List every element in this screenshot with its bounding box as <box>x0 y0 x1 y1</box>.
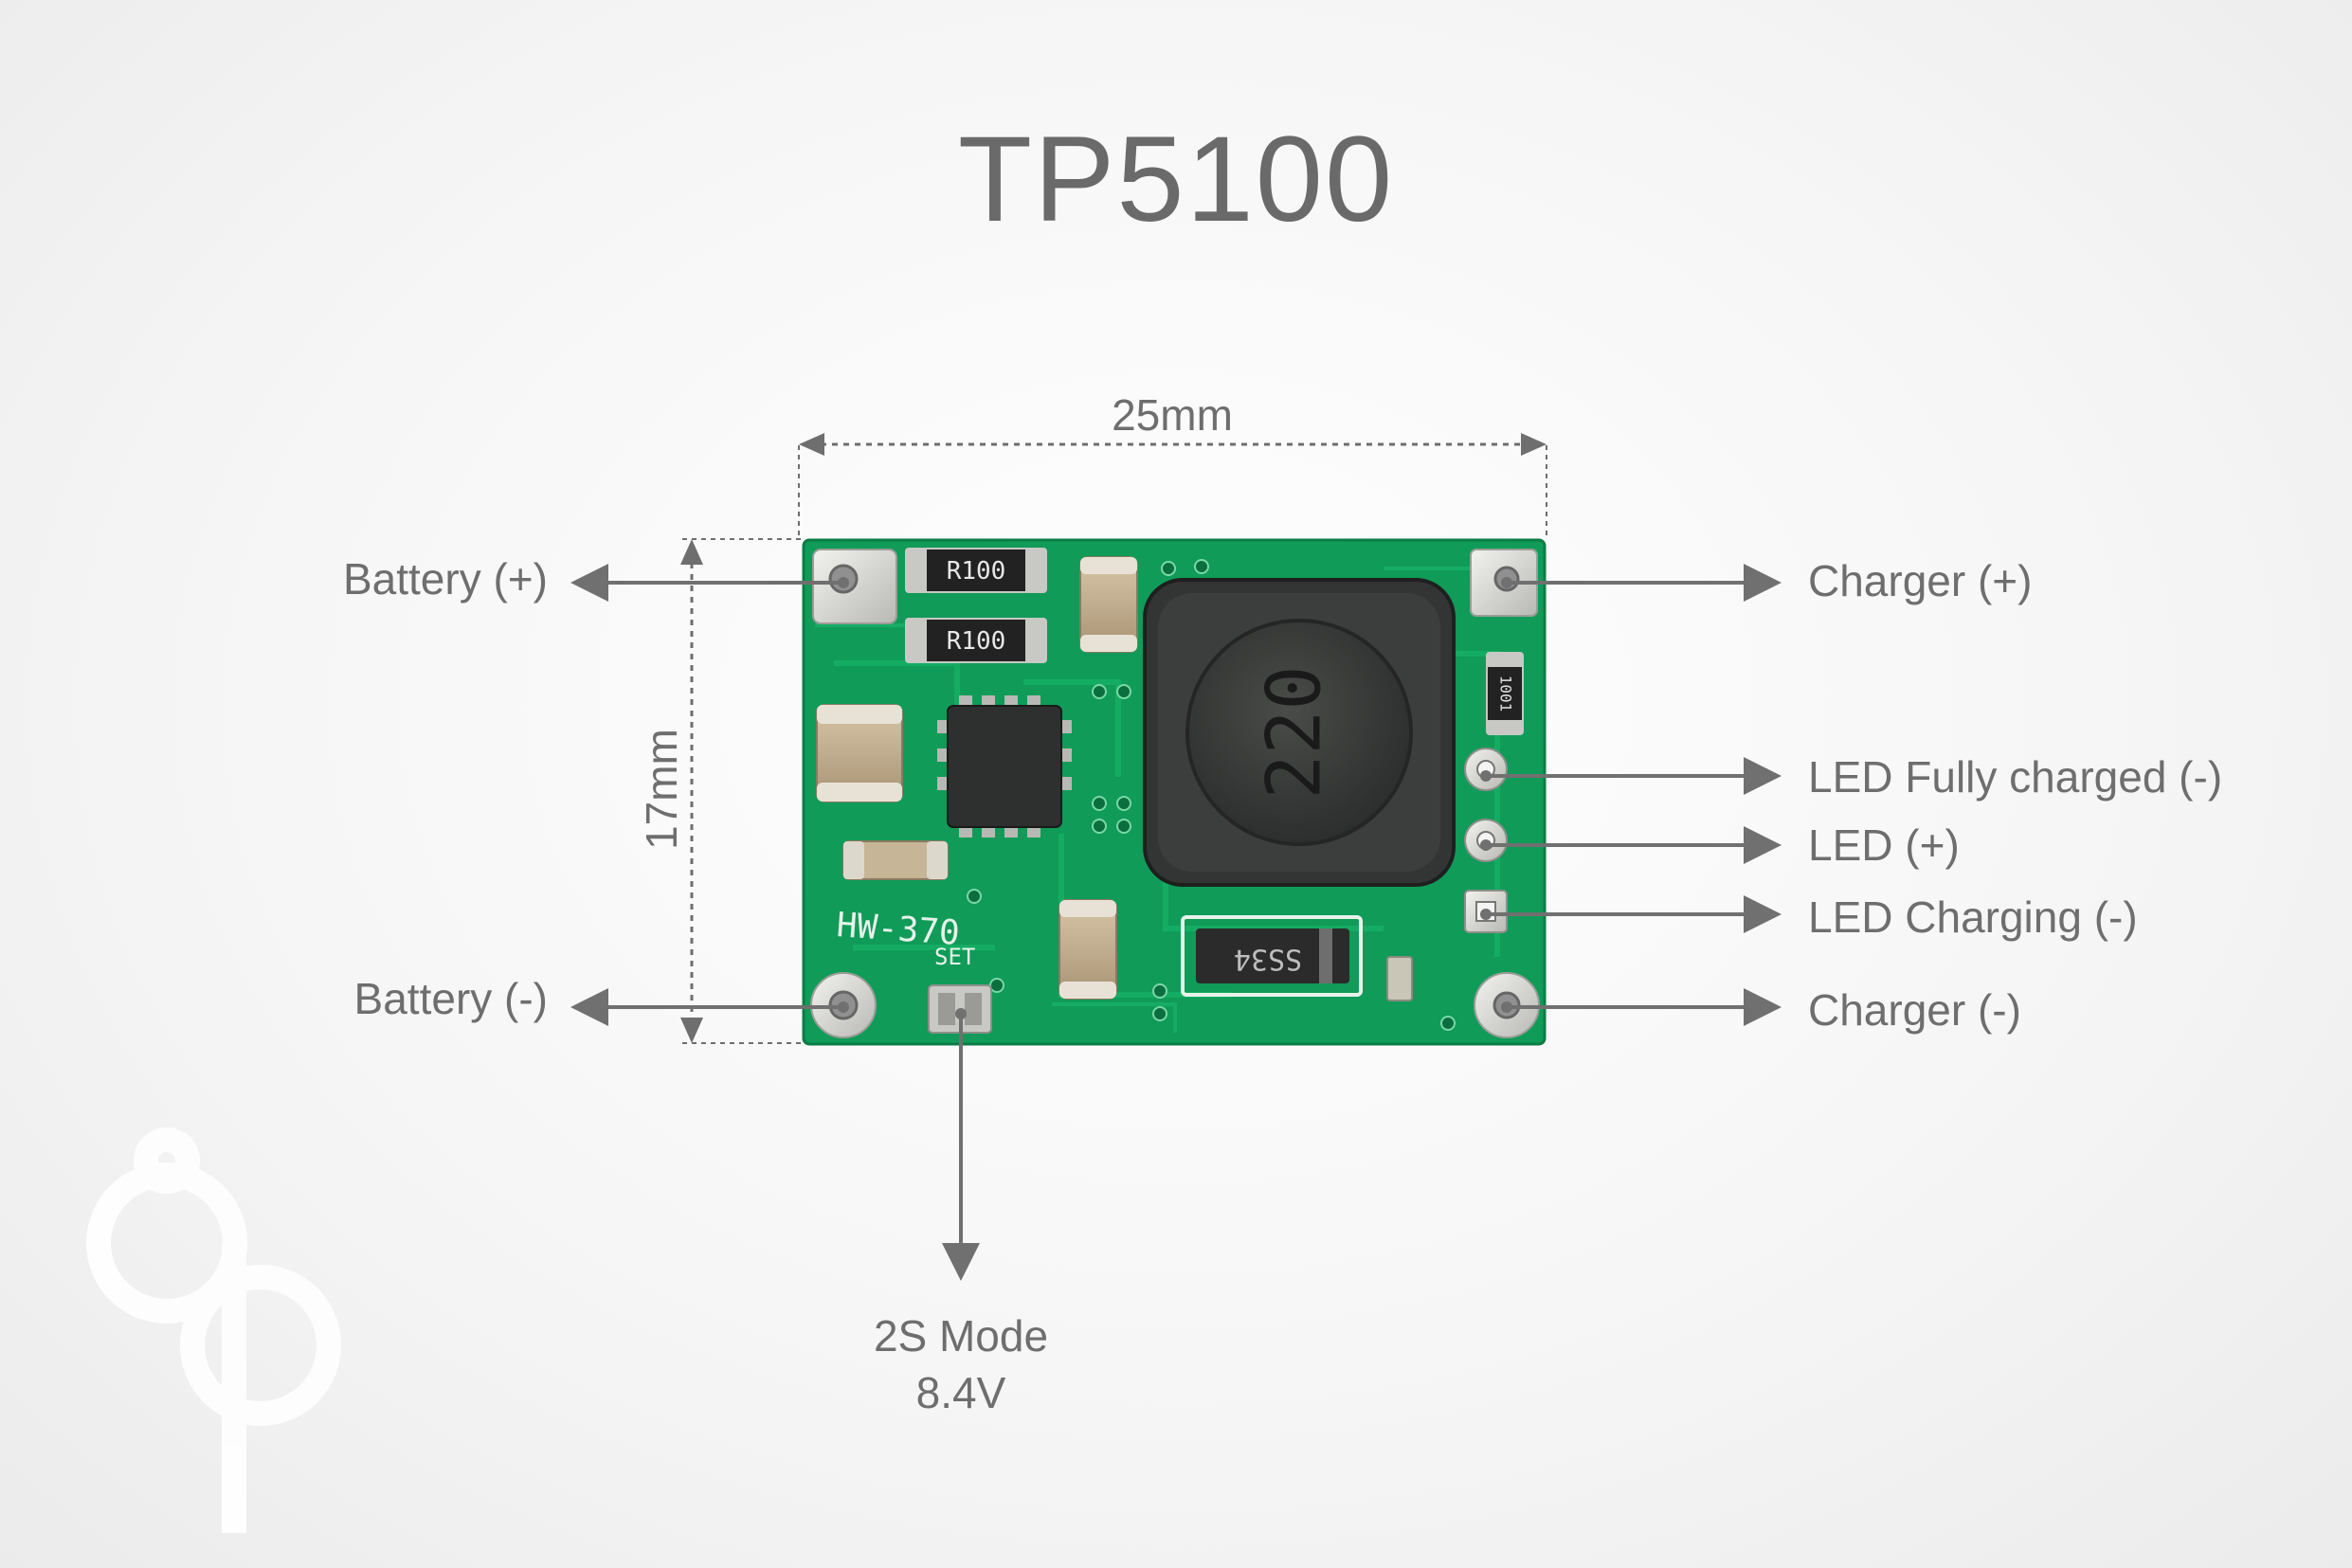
inductor: 220 <box>1143 578 1456 887</box>
watermark-logo <box>86 1127 341 1533</box>
dimension-height <box>680 538 804 1044</box>
page-title: TP5100 <box>957 112 1395 247</box>
dimension-width <box>798 433 1547 540</box>
capacitor-left <box>816 704 903 802</box>
label-charger-minus: Charger (-) <box>1808 985 2021 1035</box>
arrow-led-charging <box>1480 895 1782 933</box>
label-battery-plus: Battery (+) <box>342 554 548 604</box>
svg-text:220: 220 <box>1252 666 1337 800</box>
pcb-board: R100 R100 <box>802 538 1547 1046</box>
label-led-fully-charged: LED Fully charged (-) <box>1808 752 2223 802</box>
ic-chip <box>937 695 1072 838</box>
resistor-1001: 1001 <box>1486 652 1524 735</box>
resistor-r100-bottom: R100 <box>905 618 1047 663</box>
mode-line-1: 2S Mode <box>873 1311 1049 1361</box>
dimension-height-label: 17mm <box>637 729 686 850</box>
arrow-battery-plus <box>570 564 849 602</box>
arrow-led-fully-charged <box>1480 757 1782 795</box>
svg-text:R100: R100 <box>947 557 1006 586</box>
label-charger-plus: Charger (+) <box>1808 556 2033 605</box>
silkscreen-set: SET <box>934 944 975 970</box>
label-led-charging: LED Charging (-) <box>1808 892 2138 942</box>
resistor-r100-top: R100 <box>905 548 1047 593</box>
pad-battery-plus <box>812 549 897 624</box>
arrow-led-plus <box>1480 826 1782 864</box>
label-2s-mode: 2S Mode 8.4V <box>819 1307 1103 1421</box>
svg-text:1001: 1001 <box>1497 676 1515 712</box>
smd-led <box>1386 956 1413 1001</box>
mode-line-2: 8.4V <box>915 1368 1006 1417</box>
dimension-width-label: 25mm <box>1112 390 1233 440</box>
svg-text:SS34: SS34 <box>1234 943 1302 976</box>
arrow-charger-minus <box>1501 988 1782 1026</box>
label-led-plus: LED (+) <box>1808 820 1960 870</box>
capacitor-bottom <box>1058 899 1117 1000</box>
arrow-2s-mode <box>942 1008 980 1281</box>
label-battery-minus: Battery (-) <box>353 974 548 1023</box>
arrow-battery-minus <box>570 988 849 1026</box>
arrow-charger-plus <box>1501 564 1782 602</box>
silkscreen-hw370: HW-370 <box>835 906 961 953</box>
capacitor-small <box>842 840 949 880</box>
diode-ss34: SS34 <box>1181 915 1363 997</box>
svg-text:R100: R100 <box>947 627 1006 656</box>
capacitor-top <box>1079 556 1138 653</box>
pad-led-fully-charged <box>1464 748 1508 791</box>
